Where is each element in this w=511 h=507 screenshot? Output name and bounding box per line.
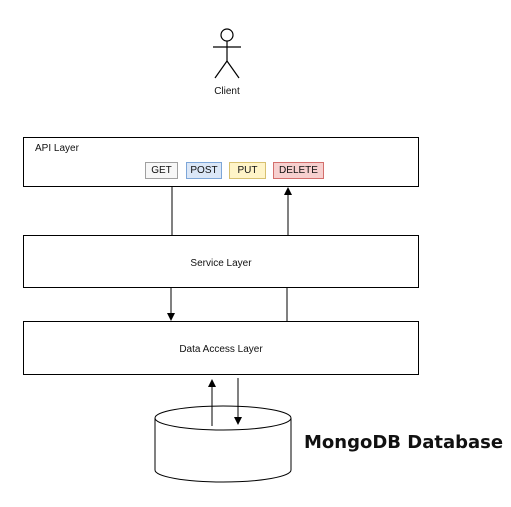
database-label: MongoDB Database	[304, 432, 504, 453]
client-label: Client	[214, 86, 240, 97]
database-cylinder-icon	[154, 405, 292, 483]
post-method-badge: POST	[186, 162, 222, 179]
delete-method-badge: DELETE	[273, 162, 324, 179]
api-layer-box: API Layer GET POST PUT DELETE	[23, 137, 419, 187]
put-method-badge: PUT	[229, 162, 266, 179]
get-method-badge: GET	[145, 162, 178, 179]
client-user-icon	[213, 28, 241, 79]
service-layer-box: Service Layer	[23, 235, 419, 288]
api-layer-label: API Layer	[35, 143, 79, 154]
data-access-layer-box: Data Access Layer	[23, 321, 419, 375]
data-access-layer-label: Data Access Layer	[179, 344, 263, 355]
service-layer-label: Service Layer	[190, 258, 252, 269]
